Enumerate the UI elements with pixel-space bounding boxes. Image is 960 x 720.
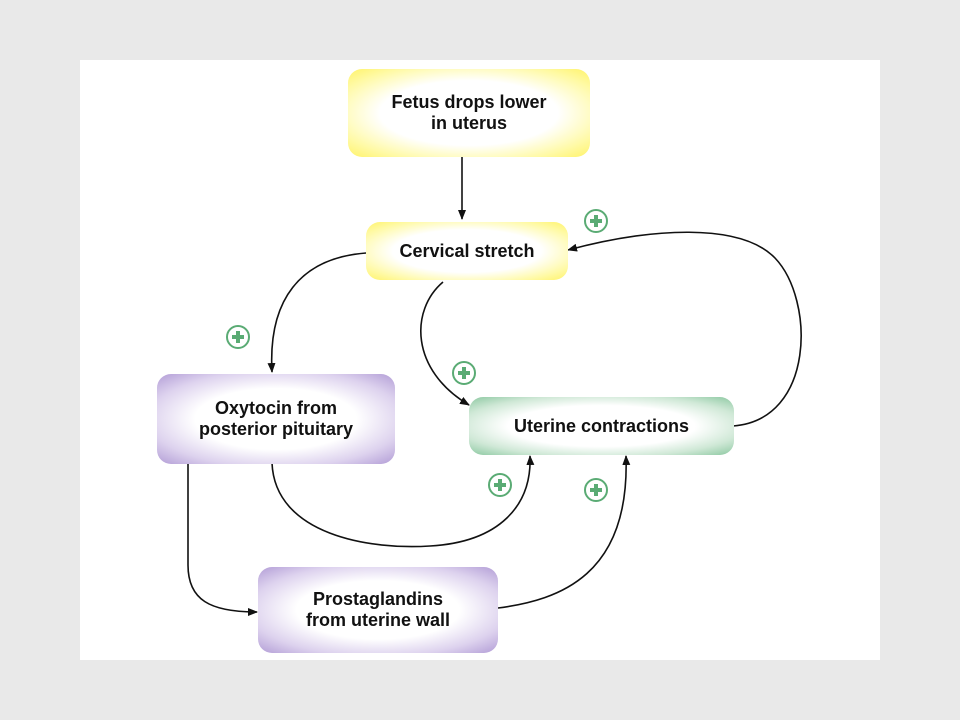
diagram-panel [80,60,880,660]
node-oxytocin: Oxytocin from posterior pituitary [157,374,395,464]
arrow-oxytocin-to-uterine [271,455,535,548]
plus-badge-icon [488,473,512,497]
arrow-cervical-to-uterine [420,281,470,406]
plus-badge-icon [226,325,250,349]
plus-badge-icon [584,478,608,502]
arrow-oxytocin-to-prostaglandins [187,463,258,616]
arrow-uterine-to-cervical [567,231,802,427]
node-cervical-stretch: Cervical stretch [366,222,568,280]
node-prostaglandins: Prostaglandins from uterine wall [258,567,498,653]
node-uterine-contractions: Uterine contractions [469,397,734,455]
arrow-prostaglandins-to-uterine [497,455,631,609]
arrow-cervical-to-oxytocin [267,252,367,373]
plus-badge-icon [452,361,476,385]
plus-badge-icon [584,209,608,233]
node-fetus-drops: Fetus drops lower in uterus [348,69,590,157]
